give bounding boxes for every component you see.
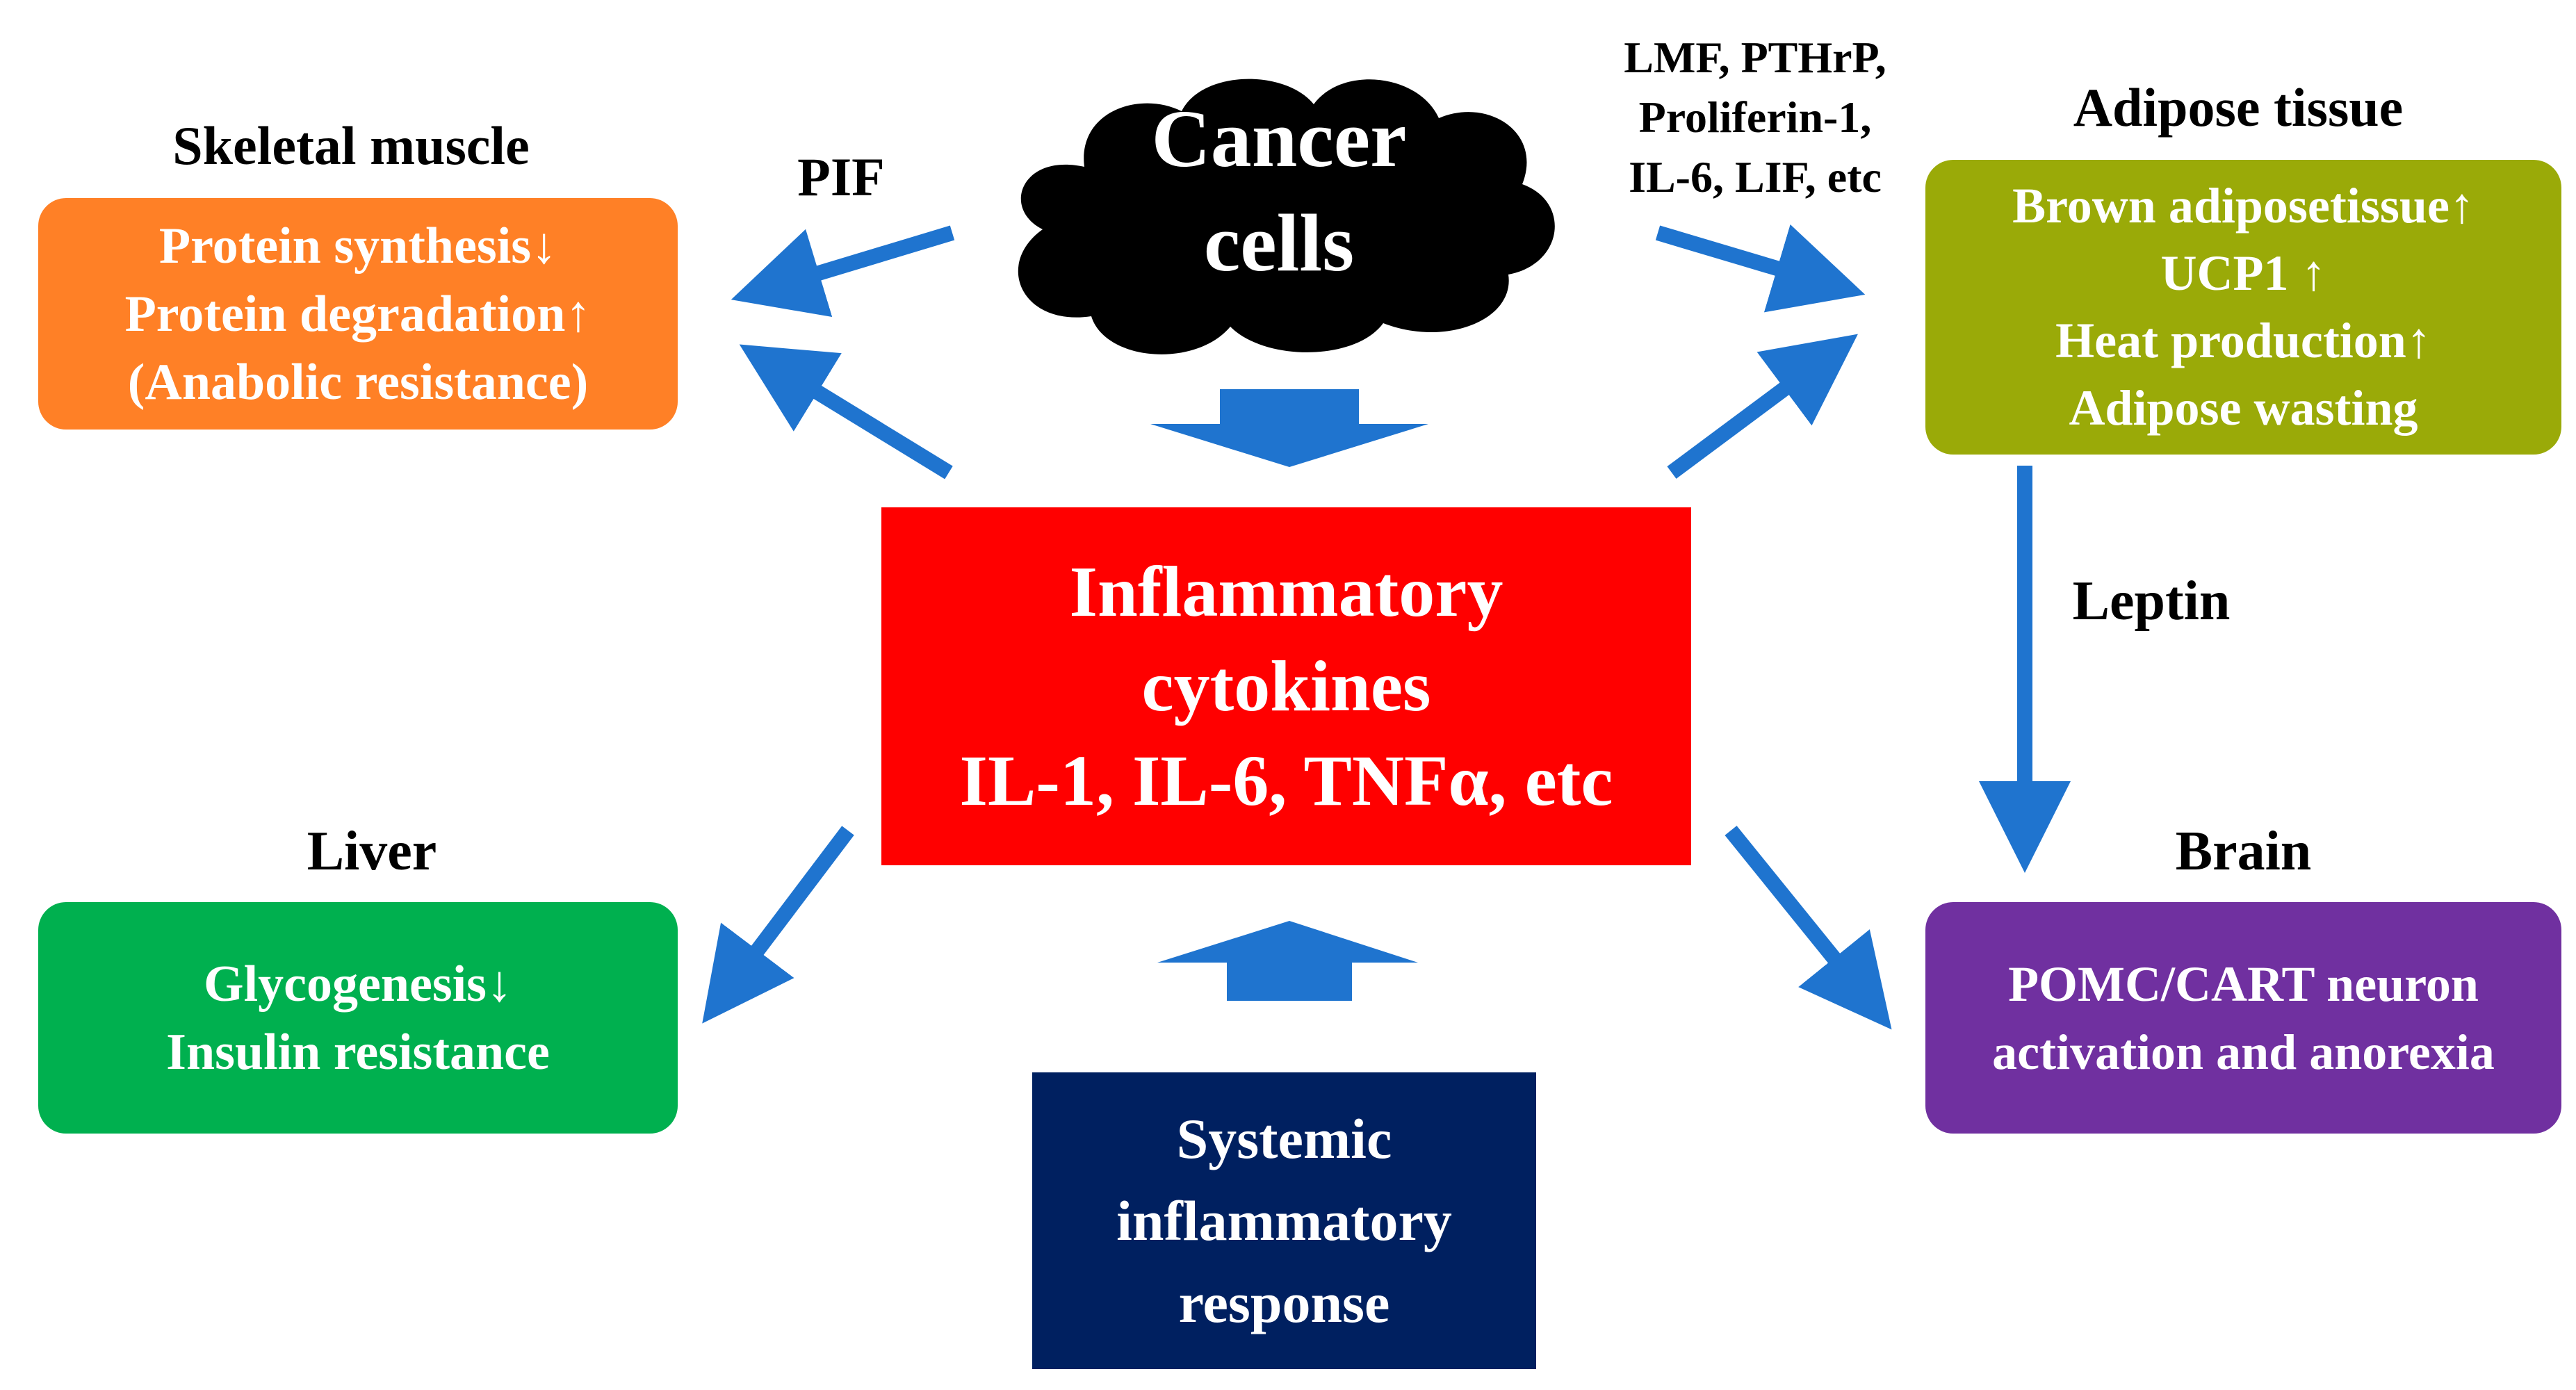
cytokines-line-2: cytokines [1141, 646, 1431, 726]
skeletal-line-3: (Anabolic resistance) [127, 353, 589, 411]
adipose-signals: LMF, PTHrP, Proliferin-1, IL-6, LIF, etc [1564, 28, 1946, 207]
cancer-cloud-shape [1018, 79, 1555, 354]
brain-title: Brain [2175, 821, 2312, 882]
adipose-line-2: UCP1 ↑ [2160, 245, 2326, 301]
liver-box: Glycogenesis↓ Insulin resistance [38, 902, 678, 1134]
cancer-line-2: cells [1203, 197, 1355, 288]
adipose-signal-1: LMF, PTHrP, [1624, 33, 1886, 82]
arrow-cytokines-to-adipose [1667, 334, 1858, 479]
systemic-line-1: Systemic [1176, 1106, 1392, 1170]
arrow-cytokines-to-skeletal [739, 344, 953, 480]
systemic-line-3: response [1178, 1270, 1390, 1334]
skeletal-line-2: Protein degradation↑ [124, 285, 592, 343]
arrow-cancer-to-adipose [1655, 224, 1866, 313]
cancer-line-1: Cancer [1151, 93, 1407, 184]
pif-label: PIF [797, 147, 885, 207]
brain-box: POMC/CART neuron activation and anorexia [1925, 902, 2561, 1134]
arrow-cytokines-to-brain [1725, 826, 1892, 1030]
adipose-line-1: Brown adiposetissue↑ [2012, 178, 2475, 234]
liver-line-1: Glycogenesis↓ [204, 955, 512, 1013]
skeletal-muscle-box: Protein synthesis↓ Protein degradation↑ … [38, 198, 678, 430]
adipose-tissue-box: Brown adiposetissue↑ UCP1 ↑ Heat product… [1925, 160, 2561, 455]
adipose-signal-2: Proliferin-1, [1638, 92, 1872, 142]
arrow-cytokines-to-liver [702, 826, 854, 1024]
adipose-line-3: Heat production↑ [2055, 313, 2431, 368]
cytokines-box: Inflammatory cytokines IL-1, IL-6, TNFα,… [881, 507, 1691, 865]
systemic-response-box: Systemic inflammatory response [1032, 1072, 1536, 1369]
leptin-label: Leptin [2072, 571, 2231, 632]
cancer-cells-label: Cancer cells [1084, 87, 1474, 295]
skeletal-muscle-title: Skeletal muscle [172, 115, 530, 176]
skeletal-line-1: Protein synthesis↓ [158, 217, 557, 275]
cytokines-line-3: IL-1, IL-6, TNFα, etc [959, 740, 1613, 821]
cytokines-line-1: Inflammatory [1069, 551, 1503, 632]
arrow-cancer-to-skeletal [731, 225, 955, 318]
block-arrow-up [1157, 921, 1418, 1001]
brain-line-1: POMC/CART neuron [2008, 956, 2479, 1012]
block-arrow-down [1150, 389, 1428, 467]
liver-title: Liver [307, 821, 437, 882]
liver-line-2: Insulin resistance [166, 1023, 550, 1081]
adipose-line-4: Adipose wasting [2069, 380, 2418, 436]
adipose-signal-3: IL-6, LIF, etc [1629, 152, 1882, 202]
adipose-tissue-title: Adipose tissue [2073, 77, 2404, 138]
brain-line-2: activation and anorexia [1992, 1024, 2495, 1080]
systemic-line-2: inflammatory [1116, 1188, 1452, 1252]
